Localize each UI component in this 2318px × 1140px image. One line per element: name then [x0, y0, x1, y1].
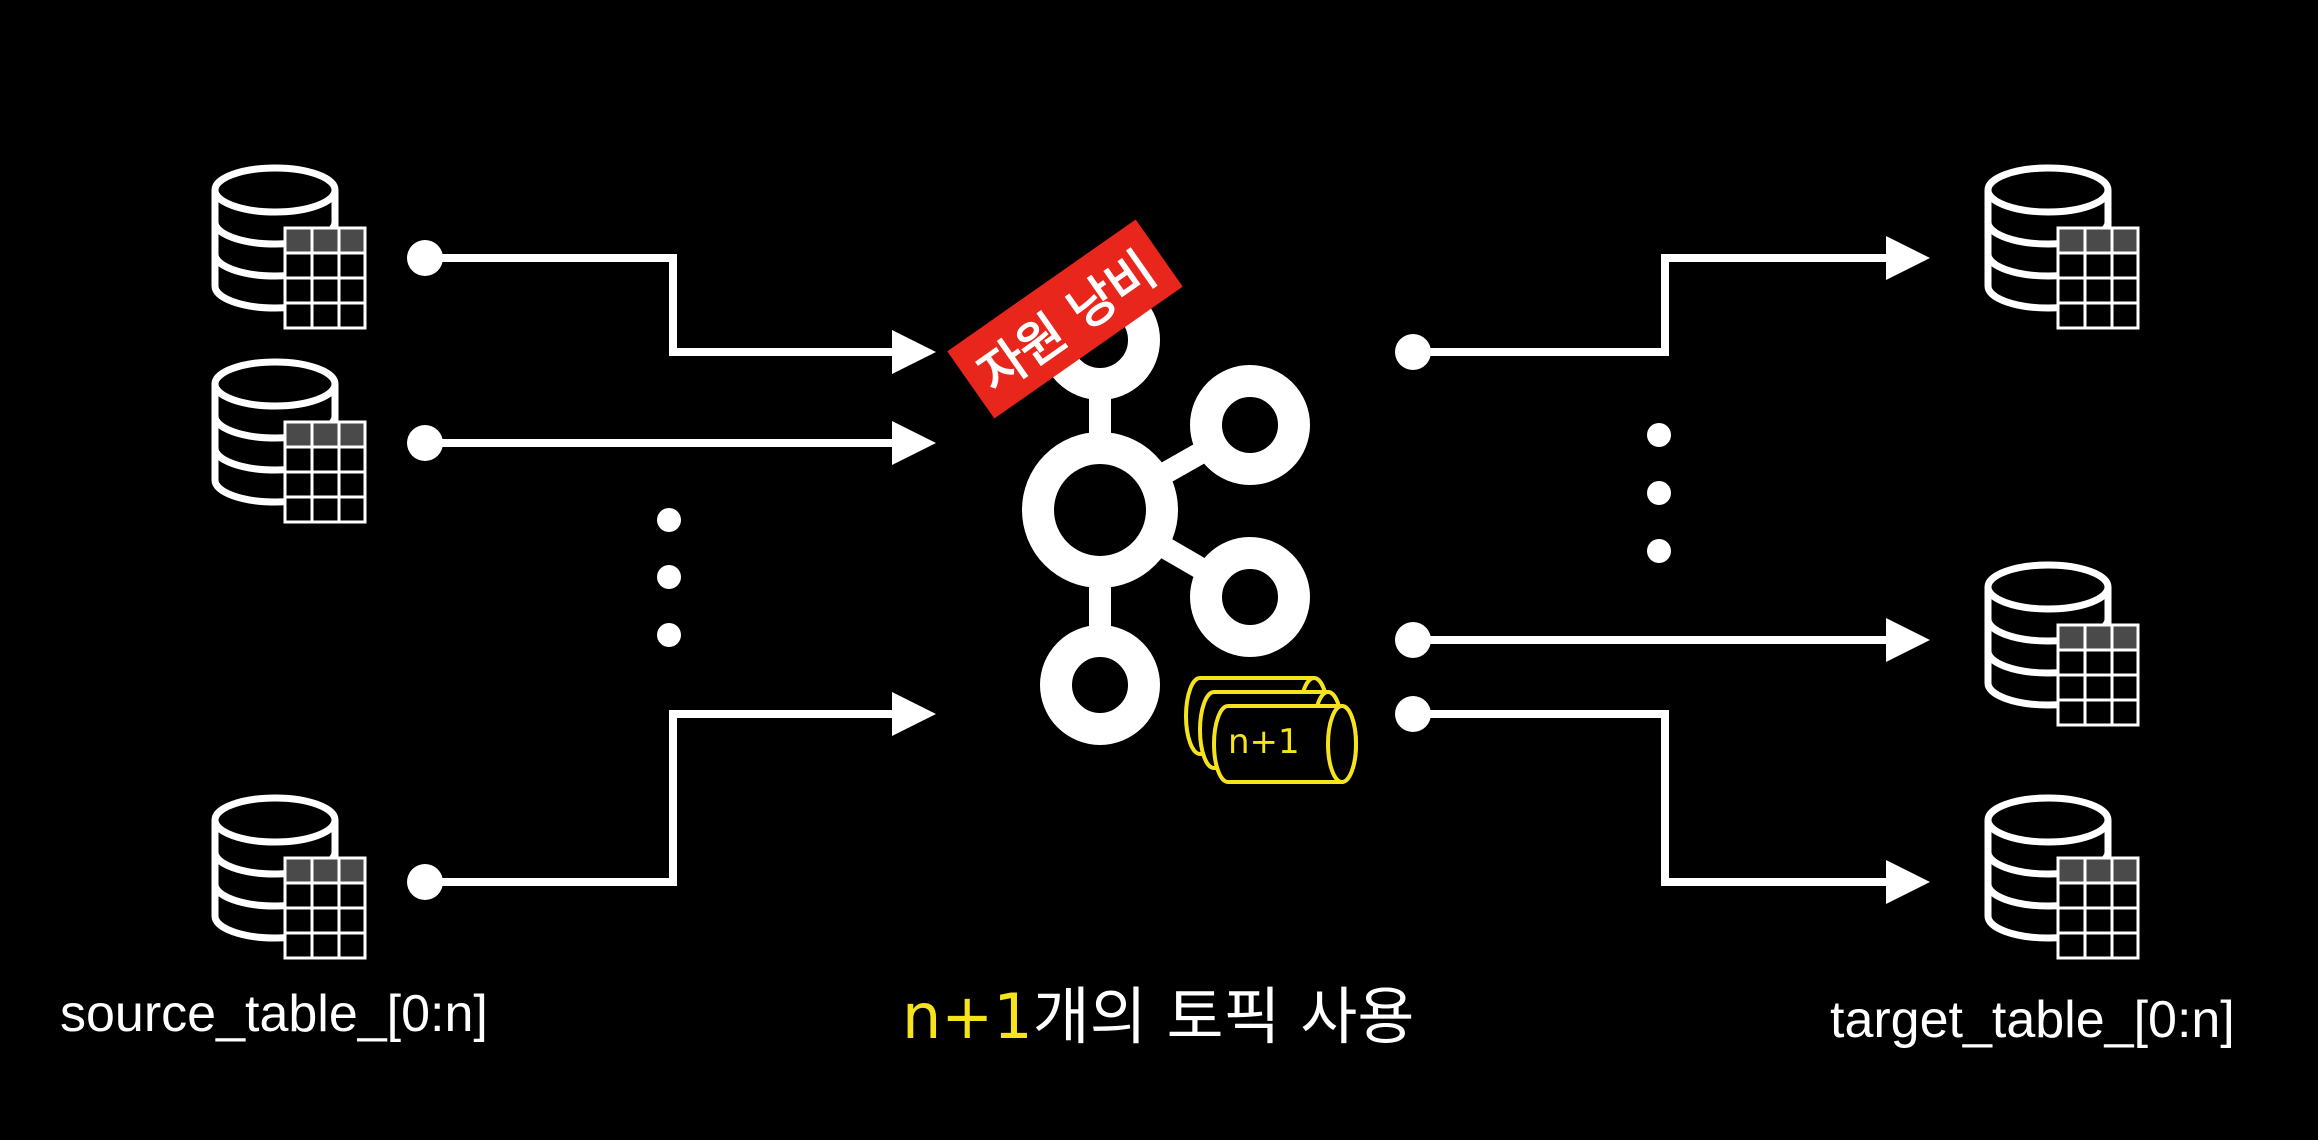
source-table-2-icon — [215, 362, 365, 522]
target-table-1-icon — [1988, 168, 2138, 328]
topic-usage-text: 개의 토픽 사용 — [1032, 980, 1415, 1053]
target-endpoint-1 — [1395, 334, 1431, 370]
kafka-logo-icon — [1022, 280, 1310, 745]
target-table-label: target_table_[0:n] — [1830, 991, 2235, 1049]
target-endpoint-2 — [1395, 622, 1431, 658]
source-table-label: source_table_[0:n] — [60, 985, 488, 1043]
arrowhead-icon — [1886, 618, 1930, 662]
arrowhead-icon — [892, 421, 936, 465]
target-connector-1 — [1413, 254, 1888, 356]
source-connector-n — [425, 710, 896, 886]
arrowhead-icon — [1886, 860, 1930, 904]
source-connector-1 — [425, 254, 896, 356]
source-endpoint-n — [407, 864, 443, 900]
target-tables — [1988, 168, 2138, 958]
arrowhead-icon — [892, 692, 936, 736]
topic-count-label: n+1 — [1228, 722, 1300, 762]
target-table-2-icon — [1988, 565, 2138, 725]
arrowhead-icon — [1886, 236, 1930, 280]
topic-usage-caption: n+1개의 토픽 사용 — [902, 966, 1414, 1056]
source-endpoint-1 — [407, 240, 443, 276]
ellipsis-left-icon — [657, 508, 681, 647]
target-connector-n — [1413, 710, 1888, 886]
source-endpoint-2 — [407, 425, 443, 461]
target-table-n-icon — [1988, 798, 2138, 958]
ellipsis-right-icon — [1647, 423, 1671, 563]
source-table-n-icon — [215, 798, 365, 958]
target-endpoint-n — [1395, 696, 1431, 732]
source-connectors — [425, 254, 896, 886]
source-table-1-icon — [215, 168, 365, 328]
source-tables — [215, 168, 365, 958]
topic-count-highlight: n+1 — [902, 980, 1033, 1053]
target-connectors — [1413, 254, 1888, 886]
arrowhead-icon — [892, 330, 936, 374]
